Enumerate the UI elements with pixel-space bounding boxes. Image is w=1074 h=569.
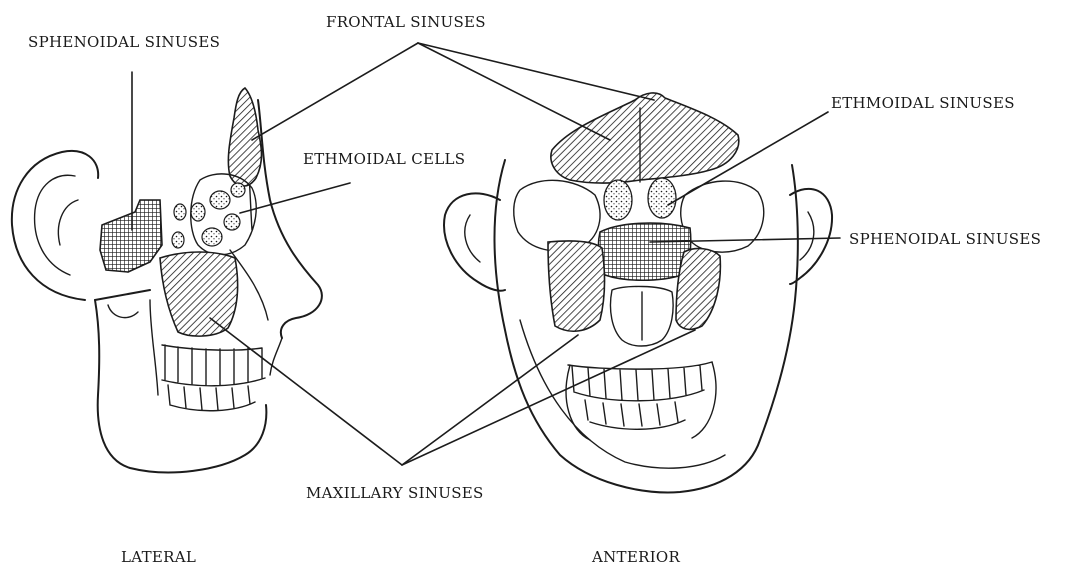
ethmoid-cell: [210, 191, 230, 209]
leader-maxillary-anterior-right: [402, 330, 695, 465]
label-ethmoidal-sinuses: ETHMOIDAL SINUSES: [831, 94, 1015, 112]
ethmoid-cell: [174, 204, 186, 220]
label-sphenoidal-sinuses-right: SPHENOIDAL SINUSES: [849, 230, 1041, 248]
anterior-frontal-sinus: [551, 93, 739, 183]
anterior-ethmoid-cell: [604, 180, 632, 220]
anterior-right-maxillary-sinus: [676, 249, 720, 330]
lateral-ear: [12, 151, 98, 300]
anterior-left-maxillary-sinus: [548, 241, 604, 331]
label-lateral: LATERAL: [121, 548, 196, 566]
leader-frontal-anterior: [418, 43, 610, 140]
anterior-upper-teeth: [568, 362, 712, 401]
anterior-sphenoidal-sinus: [598, 223, 690, 280]
lateral-sphenoidal-sinus: [100, 200, 162, 272]
leader-frontal-lateral: [252, 43, 418, 140]
label-maxillary-sinuses: MAXILLARY SINUSES: [306, 484, 484, 502]
leader-maxillary-lateral: [210, 318, 402, 465]
ethmoid-cell: [224, 214, 240, 230]
lateral-upper-teeth: [162, 345, 265, 386]
ethmoid-cell: [231, 183, 245, 197]
anterior-ethmoid-cell: [648, 178, 676, 218]
label-anterior: ANTERIOR: [592, 548, 680, 566]
anterior-face-outline: [494, 160, 797, 492]
ethmoid-cell: [172, 232, 184, 248]
ethmoid-cell: [202, 228, 222, 246]
lateral-maxillary-sinus: [160, 252, 238, 336]
label-frontal-sinuses: FRONTAL SINUSES: [326, 13, 486, 31]
leader-ethmoidal-cells: [240, 183, 350, 213]
leader-frontal-anterior-2: [418, 43, 654, 100]
lateral-nose-profile: [258, 100, 322, 338]
anterior-view: [444, 93, 832, 493]
label-sphenoidal-sinuses-left: SPHENOIDAL SINUSES: [28, 33, 220, 51]
lateral-view: [12, 88, 322, 472]
anterior-left-orbit: [514, 180, 600, 251]
ethmoid-cell: [191, 203, 205, 221]
label-ethmoidal-cells: ETHMOIDAL CELLS: [303, 150, 465, 168]
